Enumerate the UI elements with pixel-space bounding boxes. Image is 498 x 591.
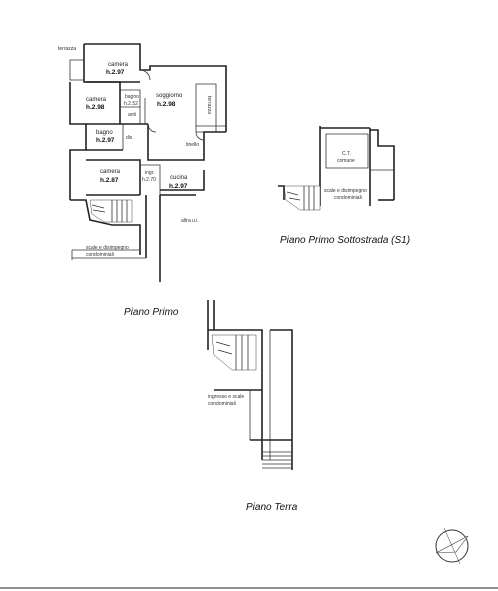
- label-camera-2: camera: [86, 97, 107, 103]
- label-terrazza-side: terrazza: [206, 96, 212, 114]
- label-scale-primo-1: scale e disimpegno: [86, 245, 129, 251]
- label-bagno-2: bagno: [96, 130, 113, 136]
- north-arrow-icon: [435, 527, 469, 565]
- label-scale-primo-2: condominiali: [86, 252, 114, 258]
- label-camera-1: camera: [108, 62, 129, 68]
- label-dis: dis: [126, 135, 133, 141]
- piano-sottostrada-plan: [278, 126, 395, 211]
- label-altra-ui: altra u.i.: [181, 218, 199, 224]
- piano-primo-plan: [69, 43, 227, 282]
- label-bagno-2-height: h.2.97: [96, 137, 115, 144]
- label-ingresso: ingr.: [145, 170, 154, 176]
- title-piano-primo: Piano Primo: [124, 307, 179, 318]
- label-cucina: cucina: [170, 175, 188, 181]
- label-ct-comune: comune: [337, 158, 355, 164]
- label-bagno-1: bagno: [125, 94, 139, 100]
- label-scale-s1-2: condominiali: [334, 195, 362, 201]
- label-ct: C.T.: [342, 151, 351, 157]
- piano-terra-plan: [207, 300, 293, 470]
- label-camera-1-height: h.2.97: [106, 69, 125, 76]
- label-camera-3-height: h.2.87: [100, 177, 119, 184]
- title-piano-sottostrada: Piano Primo Sottostrada (S1): [280, 235, 410, 246]
- title-piano-terra: Piano Terra: [246, 502, 298, 513]
- label-ingresso-terra-2: condominiali: [208, 401, 236, 407]
- label-ingresso-terra-1: ingresso e scale: [208, 394, 244, 400]
- label-camera-3: camera: [100, 169, 121, 175]
- label-ingresso-height: h.2.70: [142, 177, 156, 183]
- label-soggiorno: soggiorno: [156, 93, 183, 99]
- label-tinello: tinello: [186, 142, 199, 148]
- label-bagno-1-height: h.2.52: [124, 101, 138, 107]
- label-soggiorno-height: h.2.98: [157, 101, 176, 108]
- label-scale-s1-1: scale e disimpegno: [324, 188, 367, 194]
- label-anti: anti: [128, 112, 136, 118]
- label-terrazza-top: terrazza: [58, 46, 76, 52]
- label-camera-2-height: h.2.98: [86, 104, 105, 111]
- label-cucina-height: h.2.97: [169, 183, 188, 190]
